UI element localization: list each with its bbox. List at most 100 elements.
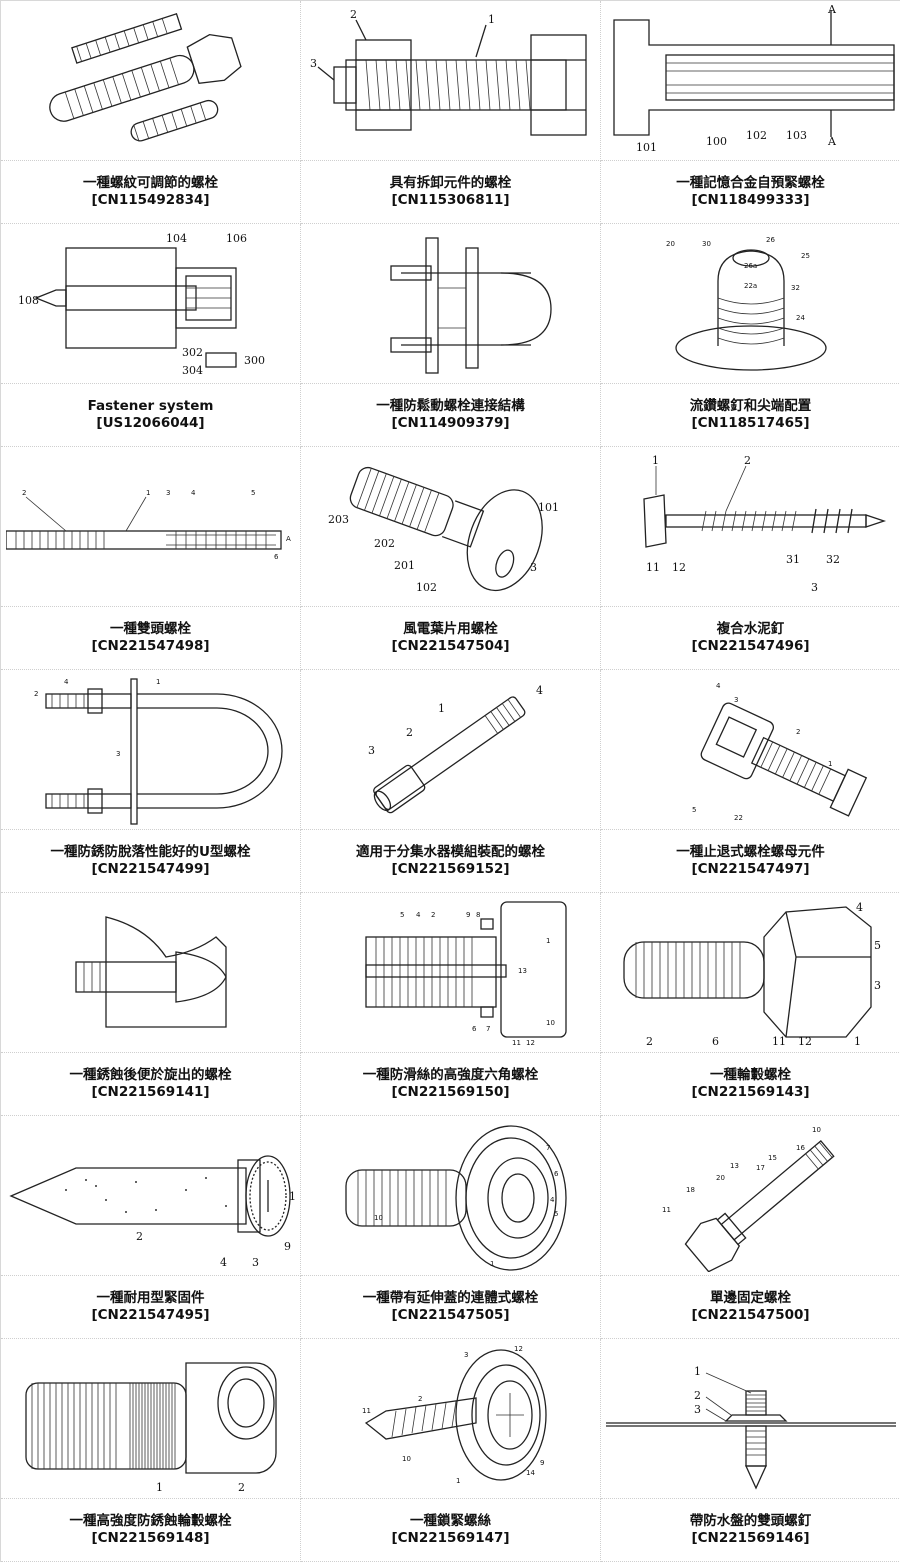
patent-title: 適用于分集水器模組裝配的螺栓 (356, 844, 545, 861)
label-10: 10 (402, 1455, 411, 1463)
label-4: 4 (856, 901, 863, 914)
patent-title: 具有拆卸元件的螺栓 (390, 175, 512, 192)
caption-3: 一種記憶合金自預緊螺栓 [CN118499333] (601, 161, 900, 224)
patent-code[interactable]: [CN221569150] (391, 1084, 509, 1101)
patent-code[interactable]: [CN221547504] (391, 638, 509, 655)
patent-drawing-13[interactable] (1, 893, 301, 1053)
patent-drawing-3[interactable]: A 101 100 102 103 A (601, 1, 900, 161)
patent-drawing-20[interactable]: 3 12 11 2 10 1 9 14 (301, 1339, 601, 1499)
label-a-top: A (827, 5, 837, 16)
label-203: 203 (328, 513, 349, 526)
patent-drawing-15[interactable]: 4 5 3 2 6 11 12 1 (601, 893, 900, 1053)
patent-drawing-2[interactable]: 1 2 3 (301, 1, 601, 161)
label-1: 1 (289, 1190, 296, 1203)
patent-drawing-8[interactable]: 101 203 202 201 102 3 (301, 447, 601, 607)
label-9: 9 (540, 1459, 544, 1467)
caption-11: 適用于分集水器模組裝配的螺栓 [CN221569152] (301, 830, 601, 893)
label-3: 3 (252, 1256, 259, 1269)
patent-drawing-10[interactable]: 4 2 1 3 (1, 670, 301, 830)
label-3: 3 (694, 1403, 701, 1416)
patent-drawing-9[interactable]: 1 2 11 12 31 32 3 (601, 447, 900, 607)
label-3: 3 (116, 750, 120, 758)
patent-drawing-11[interactable]: 1 2 3 4 (301, 670, 601, 830)
patent-code[interactable]: [CN221547505] (391, 1307, 509, 1324)
patent-code[interactable]: [CN118517465] (691, 415, 809, 432)
patent-code[interactable]: [CN115492834] (91, 192, 209, 209)
label-13: 13 (730, 1162, 739, 1170)
patent-title: 一種防滑絲的高強度六角螺栓 (363, 1067, 539, 1084)
patent-code[interactable]: [US12066044] (96, 415, 204, 432)
label-3: 3 (464, 1351, 468, 1359)
label-2: 2 (431, 911, 435, 919)
patent-drawing-4[interactable]: 104 106 108 302 304 300 (1, 224, 301, 384)
patent-drawing-16[interactable]: 1 2 4 3 9 (1, 1116, 301, 1276)
label-2: 2 (744, 454, 751, 467)
patent-code[interactable]: [CN221547495] (91, 1307, 209, 1324)
patent-drawing-19[interactable]: 1 2 (1, 1339, 301, 1499)
patent-code[interactable]: [CN115306811] (391, 192, 509, 209)
label-6: 6 (712, 1035, 719, 1048)
patent-drawing-1[interactable] (1, 1, 301, 161)
patent-drawing-14[interactable]: 1 2 4 5 9 8 13 10 11 12 7 6 (301, 893, 601, 1053)
label-3: 3 (530, 561, 537, 574)
label-12: 12 (672, 561, 686, 574)
patent-code[interactable]: [CN221569146] (691, 1530, 809, 1547)
patent-drawing-21[interactable]: 1 2 3 (601, 1339, 900, 1499)
label-202: 202 (374, 537, 395, 550)
patent-drawing-12[interactable]: 4 3 2 1 5 22 (601, 670, 900, 830)
label-13: 13 (518, 967, 527, 975)
patent-drawing-5[interactable] (301, 224, 601, 384)
caption-15: 一種輪轂螺栓 [CN221569143] (601, 1053, 900, 1116)
label-24: 24 (796, 314, 805, 322)
patent-code[interactable]: [CN221569143] (691, 1084, 809, 1101)
patent-code[interactable]: [CN221569152] (391, 861, 509, 878)
caption-4: Fastener system [US12066044] (1, 384, 301, 447)
patent-drawing-18[interactable]: 10 16 15 13 17 20 18 11 (601, 1116, 900, 1276)
patent-code[interactable]: [CN221569147] (391, 1530, 509, 1547)
patent-code[interactable]: [CN114909379] (391, 415, 509, 432)
caption-7: 一種雙頭螺栓 [CN221547498] (1, 607, 301, 670)
label-4: 4 (64, 678, 69, 686)
patent-code[interactable]: [CN221547498] (91, 638, 209, 655)
label-2: 2 (22, 489, 26, 497)
caption-5: 一種防鬆動螺栓連接結構 [CN114909379] (301, 384, 601, 447)
patent-title: 一種記憶合金自預緊螺栓 (676, 175, 825, 192)
label-5: 5 (692, 806, 696, 814)
patent-code[interactable]: [CN221547496] (691, 638, 809, 655)
label-2: 2 (238, 1481, 245, 1494)
patent-code[interactable]: [CN118499333] (691, 192, 809, 209)
label-4: 4 (536, 684, 543, 697)
label-3: 3 (368, 744, 375, 757)
label-2: 2 (136, 1230, 143, 1243)
label-102: 102 (746, 129, 767, 142)
label-22a: 22a (744, 282, 757, 290)
label-2: 2 (350, 8, 357, 21)
patent-drawing-7[interactable]: 2 1 3 4 5 6 A (1, 447, 301, 607)
label-2: 2 (646, 1035, 653, 1048)
patent-drawing-17[interactable]: 10 7 6 5 4 1 (301, 1116, 601, 1276)
label-4: 4 (191, 489, 196, 497)
patent-title: 一種耐用型緊固件 (97, 1290, 205, 1307)
caption-10: 一種防銹防脫落性能好的U型螺栓 [CN221547499] (1, 830, 301, 893)
patent-code[interactable]: [CN221569148] (91, 1530, 209, 1547)
patent-code[interactable]: [CN221547499] (91, 861, 209, 878)
patent-title: 複合水泥釘 (717, 621, 785, 638)
label-2: 2 (34, 690, 38, 698)
label-a: A (286, 535, 291, 543)
caption-19: 一種高強度防銹蝕輪轂螺栓 [CN221569148] (1, 1499, 301, 1562)
label-7: 7 (546, 1144, 550, 1152)
patent-code[interactable]: [CN221547500] (691, 1307, 809, 1324)
label-3: 3 (811, 581, 818, 594)
caption-9: 複合水泥釘 [CN221547496] (601, 607, 900, 670)
label-5: 5 (874, 939, 881, 952)
patent-drawing-6[interactable]: 30 26a 22a 32 24 25 20 26 (601, 224, 900, 384)
label-11: 11 (772, 1035, 786, 1048)
label-26: 26 (766, 236, 775, 244)
label-101: 101 (636, 141, 657, 154)
label-10: 10 (374, 1214, 383, 1222)
patent-code[interactable]: [CN221569141] (91, 1084, 209, 1101)
label-4: 4 (416, 911, 421, 919)
patent-code[interactable]: [CN221547497] (691, 861, 809, 878)
label-30: 30 (702, 240, 711, 248)
